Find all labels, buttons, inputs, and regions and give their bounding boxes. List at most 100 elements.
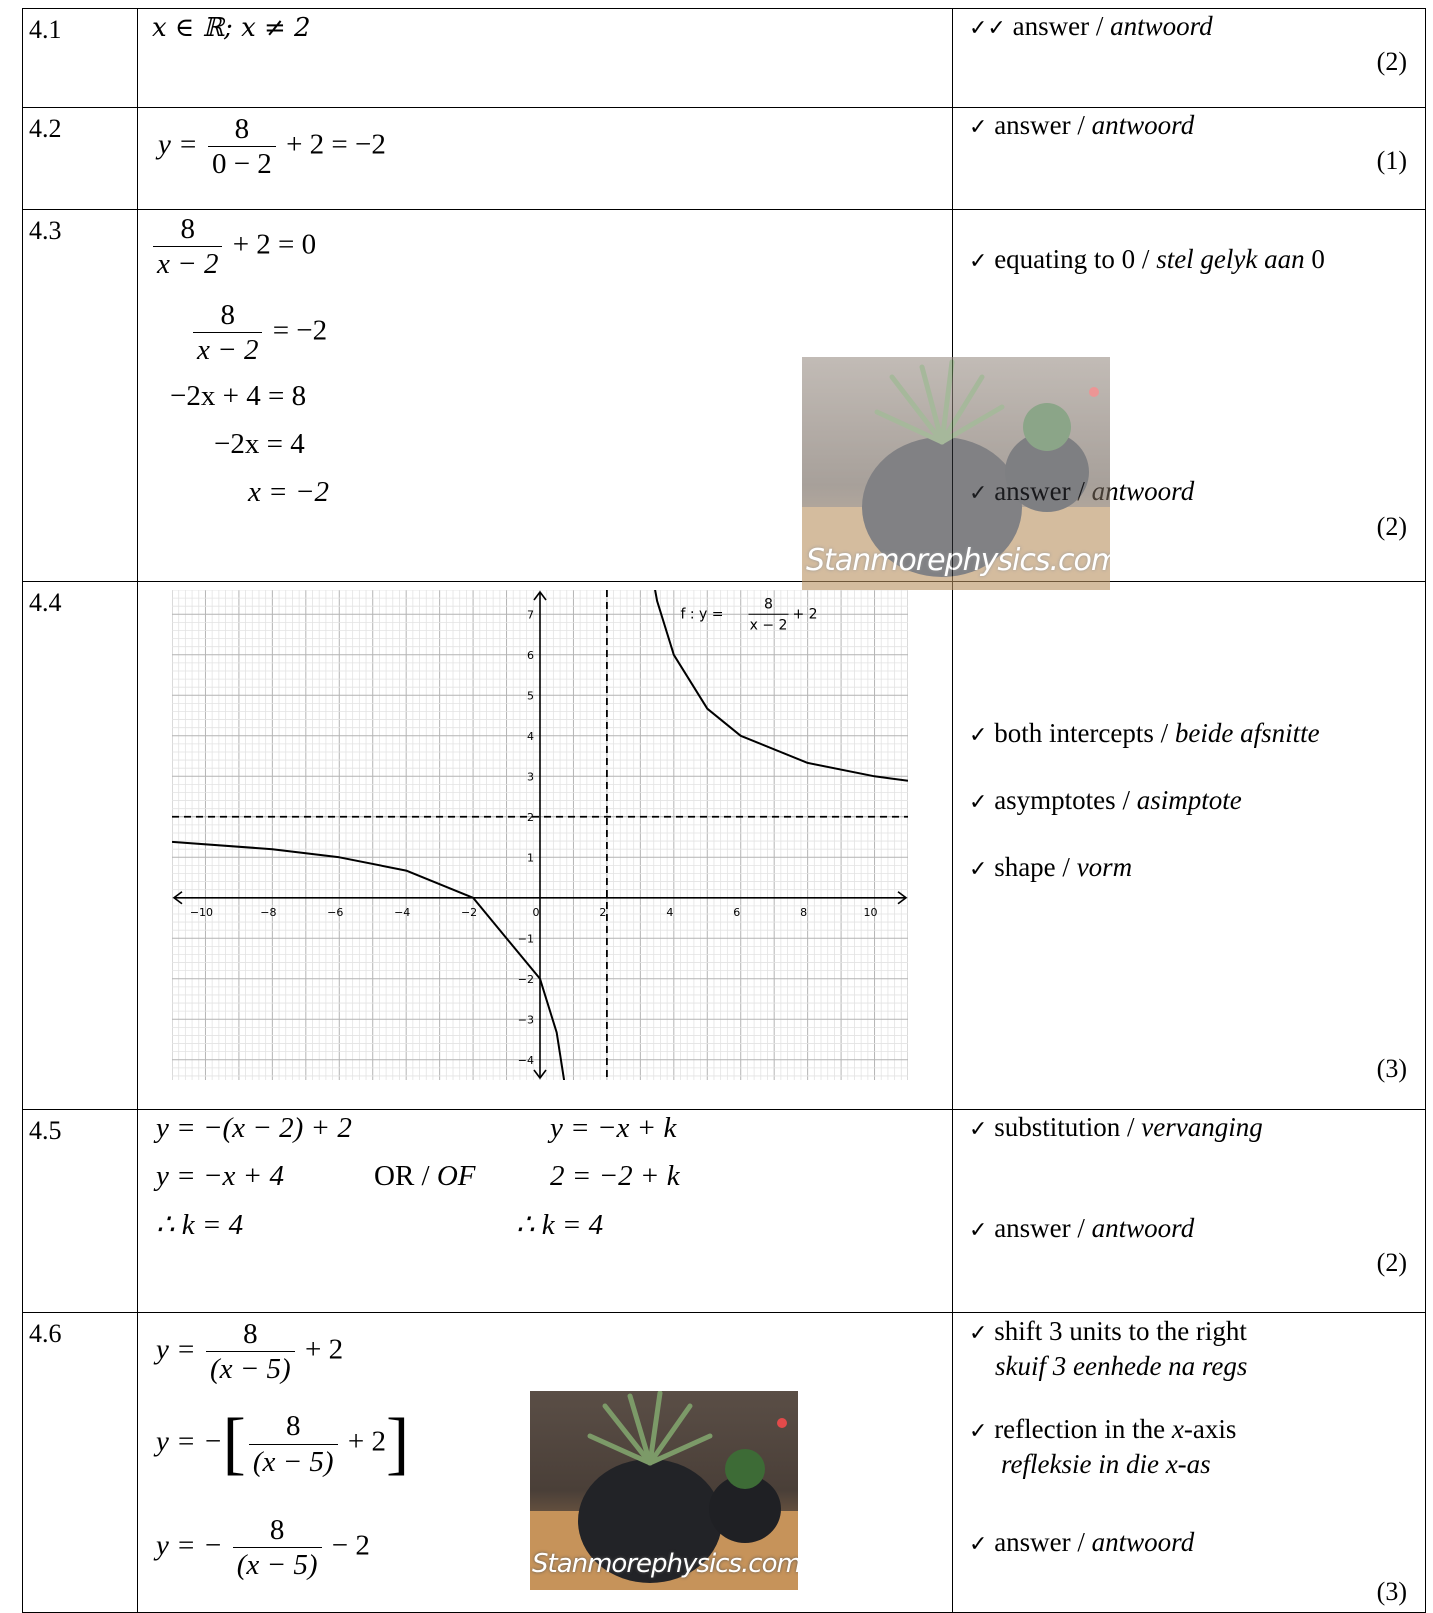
marks-total: (1)	[1376, 146, 1407, 175]
watermark-text: Stanmorephysics.com	[532, 1549, 798, 1579]
criterion: ✓ substitution / vervanging	[969, 1112, 1263, 1142]
domain-statement: x ∈ ℝ; x ≠ 2	[152, 13, 311, 43]
equation-line-3: −2x + 4 = 8	[170, 380, 307, 412]
function-label-numerator: 8	[764, 596, 773, 612]
question-number: 4.5	[22, 1109, 138, 1313]
x-tick-label: 8	[800, 906, 807, 919]
y-tick-label: 6	[527, 649, 534, 662]
criterion: ✓ both intercepts / beide afsnitte	[969, 718, 1320, 748]
criterion: ✓ reflection in the x-axis refleksie in …	[969, 1414, 1237, 1479]
working-cell: y = −(x − 2) + 2 y = −x + 4 ∴ k = 4 OR /…	[137, 1109, 953, 1313]
function-label-prefix: f : y =	[681, 606, 724, 622]
watermark-text: Stanmorephysics.com	[806, 543, 1110, 578]
y-tick-label: 4	[527, 730, 534, 743]
potted-plant-image	[530, 1391, 798, 1590]
x-tick-label: 2	[599, 906, 606, 919]
marks-total: (2)	[1376, 512, 1407, 541]
curve-branch-left	[172, 840, 566, 1080]
method-a-line-3: ∴ k = 4	[156, 1209, 244, 1241]
y-tick-label: −4	[518, 1054, 534, 1067]
check-icon: ✓	[969, 1117, 988, 1142]
watermark-photo: Stanmorephysics.com	[530, 1391, 798, 1590]
question-number: 4.4	[22, 581, 138, 1110]
x-axis-arrow-left	[172, 891, 183, 905]
mark-cell: ✓ substitution / vervanging ✓ answer / a…	[952, 1109, 1426, 1313]
criterion: ✓ equating to 0 / stel gelyk aan 0	[969, 244, 1325, 274]
check-icon: ✓	[969, 1321, 988, 1346]
marks-total: (2)	[1376, 1248, 1407, 1277]
check-icon: ✓	[969, 1532, 988, 1557]
curve-branch-right	[654, 590, 908, 782]
check-icon: ✓	[969, 249, 988, 274]
y-tick-label: −1	[518, 932, 534, 945]
criterion: ✓ answer / antwoord	[969, 110, 1195, 140]
criterion: ✓✓ answer / antwoord	[969, 11, 1213, 41]
y-axis-arrow-bottom	[533, 1069, 547, 1080]
marks-total: (3)	[1376, 1577, 1407, 1606]
check-icon: ✓	[969, 1218, 988, 1243]
criterion: ✓ shift 3 units to the right skuif 3 een…	[969, 1316, 1248, 1381]
x-tick-label: −6	[327, 906, 343, 919]
x-tick-label: −2	[461, 906, 477, 919]
x-tick-label: −4	[394, 906, 410, 919]
row-4-6: 4.6 y = 8(x − 5) + 2 y = −[8(x − 5) + 2]…	[22, 1312, 1426, 1613]
mark-cell: ✓ answer / antwoord (1)	[952, 107, 1426, 210]
check-icon: ✓✓	[969, 16, 1006, 41]
criterion: ✓ shape / vorm	[969, 852, 1133, 882]
criterion: ✓ answer / antwoord	[969, 1213, 1195, 1243]
mark-cell: ✓✓ answer / antwoord (2)	[952, 8, 1426, 108]
check-icon: ✓	[969, 790, 988, 815]
x-tick-label: 0	[533, 906, 540, 919]
method-a-line-2: y = −x + 4	[156, 1160, 284, 1192]
method-b-line-1: y = −x + k	[550, 1112, 677, 1144]
y-tick-label: 2	[527, 811, 534, 824]
equation-line-2: y = −[8(x − 5) + 2]	[156, 1405, 410, 1482]
equation-line-3: y = − 8(x − 5) − 2	[156, 1514, 370, 1582]
memo-table-wrapper: 4.1 x ∈ ℝ; x ≠ 2 ✓✓ answer / antwoord (2…	[22, 8, 1426, 1613]
x-tick-label: −8	[260, 906, 276, 919]
or-label: OR / OF	[374, 1160, 476, 1192]
question-number: 4.6	[22, 1312, 138, 1613]
method-a-line-1: y = −(x − 2) + 2	[156, 1112, 352, 1144]
question-number: 4.3	[22, 209, 138, 582]
x-tick-label: 6	[733, 906, 740, 919]
question-number: 4.2	[22, 107, 138, 210]
y-tick-label: 7	[527, 608, 534, 621]
x-axis-arrow-right	[897, 891, 908, 905]
question-number: 4.1	[22, 8, 138, 108]
method-b-line-2: 2 = −2 + k	[550, 1160, 680, 1192]
working-cell: x ∈ ℝ; x ≠ 2	[137, 8, 953, 108]
y-tick-label: −3	[518, 1013, 534, 1026]
row-4-1: 4.1 x ∈ ℝ; x ≠ 2 ✓✓ answer / antwoord (2…	[22, 8, 1426, 108]
criterion: ✓ asymptotes / asimptote	[969, 785, 1242, 815]
y-tick-label: 5	[527, 689, 534, 702]
row-4-5: 4.5 y = −(x − 2) + 2 y = −x + 4 ∴ k = 4 …	[22, 1109, 1426, 1313]
function-label-denominator: x − 2	[750, 617, 788, 633]
equation-line-4: −2x = 4	[214, 428, 305, 460]
marks-total: (2)	[1376, 47, 1407, 76]
function-label-suffix: + 2	[793, 606, 818, 622]
y-tick-label: 1	[527, 851, 534, 864]
x-tick-label: 10	[864, 906, 878, 919]
method-b-line-3: ∴ k = 4	[516, 1209, 604, 1241]
equation-line-1: y = 8(x − 5) + 2	[156, 1318, 344, 1386]
y-tick-label: −2	[518, 973, 534, 986]
x-tick-label: −10	[190, 906, 213, 919]
y-tick-label: 3	[527, 770, 534, 783]
marks-total: (3)	[1376, 1054, 1407, 1083]
criterion: ✓ answer / antwoord	[969, 1527, 1195, 1557]
check-icon: ✓	[969, 1419, 988, 1444]
watermark-photo: Stanmorephysics.com	[802, 357, 1110, 590]
check-icon: ✓	[969, 857, 988, 882]
potted-plant-image	[802, 357, 1110, 590]
mark-cell: ✓ shift 3 units to the right skuif 3 een…	[952, 1312, 1426, 1613]
